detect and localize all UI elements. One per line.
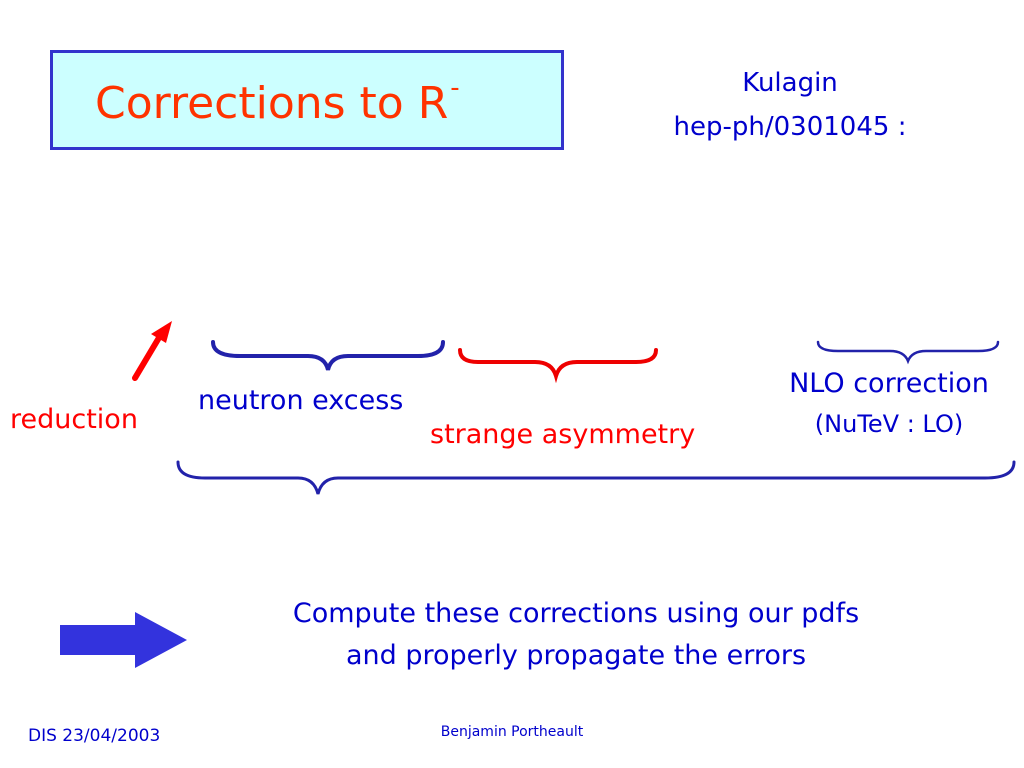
brace-strange-asymmetry [458, 348, 658, 384]
footer-author: Benjamin Portheault [440, 724, 584, 740]
title-superscript: - [450, 73, 460, 103]
slide-title: Corrections to R- [95, 73, 460, 129]
label-strange-asymmetry: strange asymmetry [430, 419, 696, 450]
blue-right-arrow-icon [60, 612, 187, 668]
label-neutron-excess: neutron excess [198, 385, 404, 416]
title-main: Corrections to R [95, 78, 449, 129]
label-nutev-note: (NuTeV : LO) [814, 410, 964, 438]
brace-total [176, 460, 1016, 495]
footer-date: DIS 23/04/2003 [28, 726, 161, 746]
title-box: Corrections to R- [50, 50, 564, 150]
conclusion-line-1: Compute these corrections using our pdfs [292, 598, 860, 629]
reference-id: hep-ph/0301045 : [673, 112, 907, 142]
brace-neutron-excess [211, 340, 445, 371]
red-up-right-arrow-icon [132, 321, 172, 381]
label-reduction: reduction [10, 404, 138, 435]
brace-nlo [816, 340, 1000, 365]
reference-author: Kulagin [742, 68, 838, 98]
label-nlo-correction: NLO correction [789, 368, 989, 399]
conclusion-line-2: and properly propagate the errors [345, 640, 807, 671]
